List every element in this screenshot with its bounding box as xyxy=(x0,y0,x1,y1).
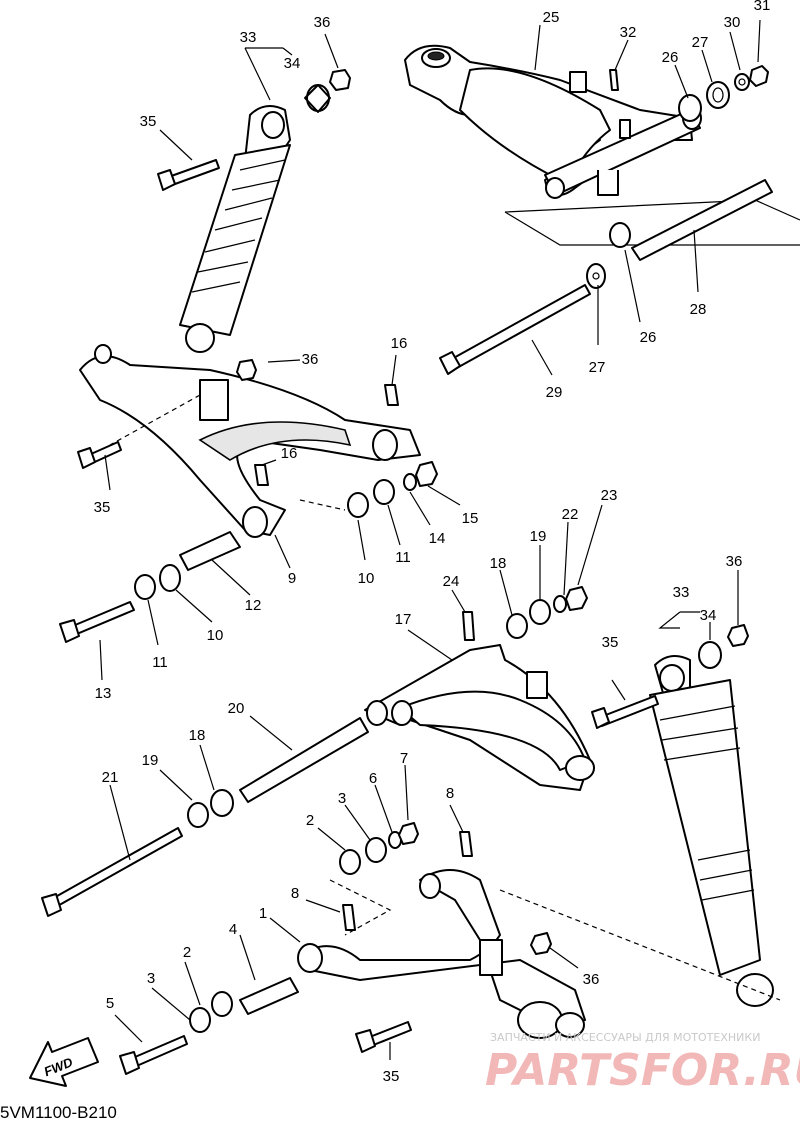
callout-numbers: 33 36 34 35 25 32 26 27 30 31 28 26 27 2… xyxy=(94,0,771,1085)
callout-26-top: 26 xyxy=(662,49,679,66)
callout-28: 28 xyxy=(690,301,707,318)
callout-14: 14 xyxy=(429,530,446,547)
callout-35-mid: 35 xyxy=(94,499,111,516)
callout-25: 25 xyxy=(543,9,560,26)
callout-24: 24 xyxy=(443,573,460,590)
callout-leaders xyxy=(99,19,761,1060)
callout-16-top: 16 xyxy=(391,335,408,352)
callout-10-right: 10 xyxy=(358,570,375,587)
callout-2-mid: 2 xyxy=(306,812,314,829)
callout-3-left: 3 xyxy=(147,970,155,987)
callout-19-top: 19 xyxy=(530,528,547,545)
upper-arm-25-assembly xyxy=(404,44,800,375)
drawing-code: 5VM1100-B210 xyxy=(0,1103,117,1121)
watermark-logo: PARTSFOR.RU xyxy=(485,1045,800,1096)
alignment-lines xyxy=(109,394,781,1001)
callout-15: 15 xyxy=(462,510,479,527)
callout-17: 17 xyxy=(395,611,412,628)
callout-26-mid: 26 xyxy=(640,329,657,346)
callout-10-left: 10 xyxy=(207,627,224,644)
callout-29: 29 xyxy=(546,384,563,401)
callout-19-left: 19 xyxy=(142,752,159,769)
watermark: ЗАПЧАСТИ И АКСЕССУАРЫ ДЛЯ МОТОТЕХНИКИ PA… xyxy=(485,1031,800,1096)
arm-9-assembly xyxy=(59,344,438,643)
callout-30: 30 xyxy=(724,14,741,31)
callout-12: 12 xyxy=(245,597,262,614)
callout-21: 21 xyxy=(102,769,119,786)
callout-22: 22 xyxy=(562,506,579,523)
callout-35-bottom: 35 xyxy=(383,1068,400,1085)
callout-27-top: 27 xyxy=(692,34,709,51)
callout-18-top: 18 xyxy=(490,555,507,572)
callout-32: 32 xyxy=(620,24,637,41)
callout-5: 5 xyxy=(106,995,114,1012)
callout-36-mid: 36 xyxy=(302,351,319,368)
callout-11-left: 11 xyxy=(152,654,168,671)
callout-18-left: 18 xyxy=(189,727,206,744)
callout-11-right: 11 xyxy=(395,549,411,566)
callout-9: 9 xyxy=(288,570,296,587)
callout-34-top: 34 xyxy=(284,55,301,72)
callout-36-bottom: 36 xyxy=(583,971,600,988)
callout-7: 7 xyxy=(400,750,408,767)
callout-20: 20 xyxy=(228,700,245,717)
callout-8-mid: 8 xyxy=(291,885,299,902)
right-shock-absorber xyxy=(591,624,774,1007)
watermark-tagline: ЗАПЧАСТИ И АКСЕССУАРЫ ДЛЯ МОТОТЕХНИКИ xyxy=(490,1031,760,1044)
callout-13: 13 xyxy=(95,685,112,702)
callout-23: 23 xyxy=(601,487,618,504)
callout-35-top: 35 xyxy=(140,113,157,130)
callout-3-mid: 3 xyxy=(338,790,346,807)
fwd-arrow: FWD xyxy=(29,1037,99,1087)
callout-4: 4 xyxy=(229,921,237,938)
callout-2-left: 2 xyxy=(183,944,191,961)
arm-17-assembly xyxy=(41,586,595,917)
callout-27-mid: 27 xyxy=(589,359,606,376)
callout-36-top: 36 xyxy=(314,14,331,31)
rear-top-shock-absorber xyxy=(157,69,351,353)
callout-35-right: 35 xyxy=(602,634,619,651)
arm-1-assembly xyxy=(119,822,586,1075)
callout-33-top: 33 xyxy=(240,29,257,46)
callout-31: 31 xyxy=(754,0,771,14)
callout-33-right: 33 xyxy=(673,584,690,601)
callout-1: 1 xyxy=(259,905,267,922)
callout-36-right: 36 xyxy=(726,553,743,570)
callout-6: 6 xyxy=(369,770,377,787)
callout-34-right: 34 xyxy=(700,607,717,624)
callout-16-mid: 16 xyxy=(281,445,298,462)
callout-8-top: 8 xyxy=(446,785,454,802)
